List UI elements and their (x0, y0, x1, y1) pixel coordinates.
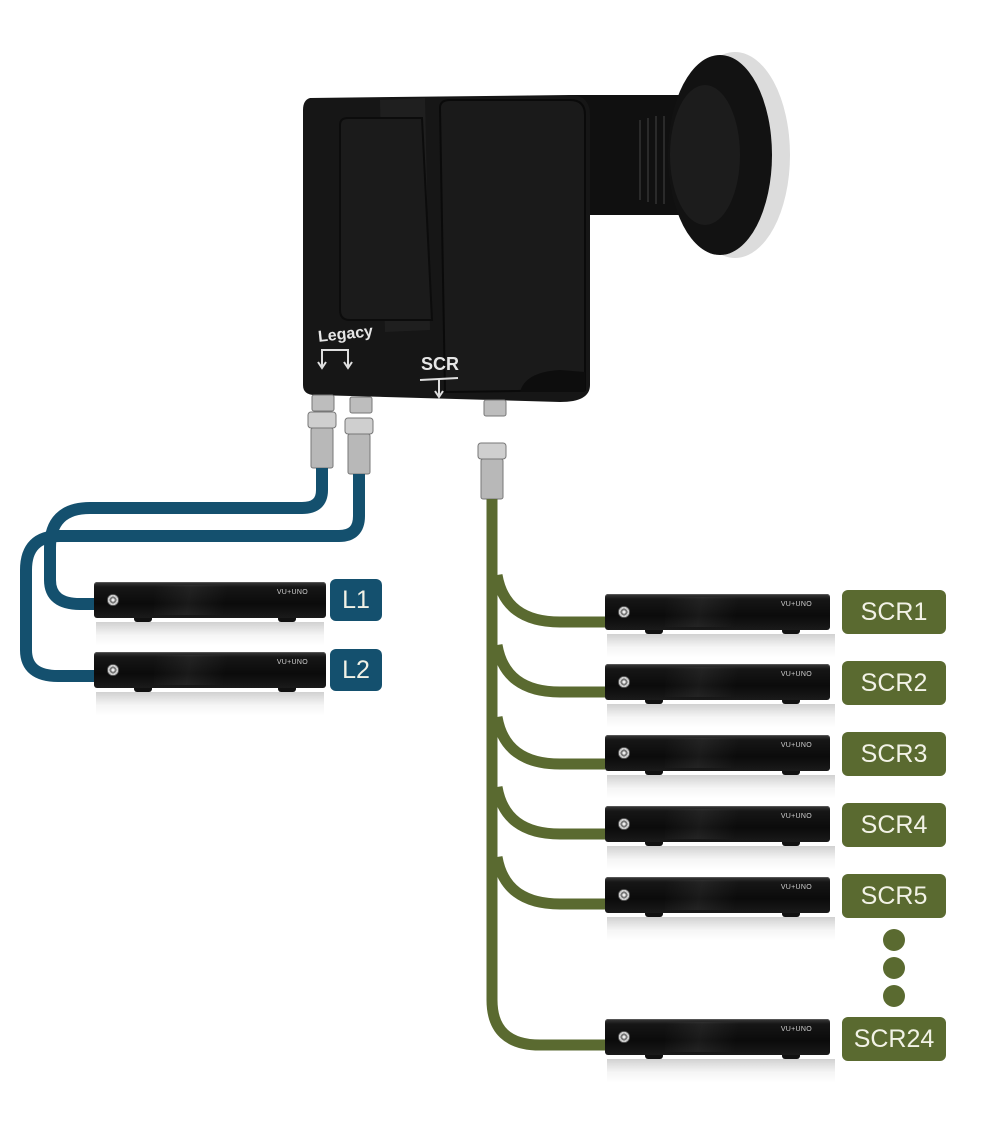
badge-scr3: SCR3 (842, 732, 946, 776)
power-button-icon (618, 889, 630, 901)
receiver-brand: VU+UNO (780, 813, 812, 820)
receiver-brand: VU+UNO (780, 601, 812, 608)
lnb-feedhorn (560, 52, 790, 258)
receiver-brand: VU+UNO (276, 659, 308, 666)
scr-receiver-2: VU+UNO (605, 664, 835, 728)
badge-scr5: SCR5 (842, 874, 946, 918)
receiver-brand: VU+UNO (780, 884, 812, 891)
legacy-cables (20, 468, 365, 682)
scr-receiver-3: VU+UNO (605, 735, 835, 799)
badge-scr24: SCR24 (842, 1017, 946, 1061)
badge-scr1: SCR1 (842, 590, 946, 634)
badge-l2: L2 (330, 649, 382, 691)
power-button-icon (618, 676, 630, 688)
power-button-icon (618, 818, 630, 830)
lnb-ports (311, 394, 507, 417)
scr-cables (486, 499, 605, 1051)
scr-output-label: SCR (421, 354, 460, 374)
scr-receiver-24: VU+UNO (605, 1019, 835, 1083)
receiver-brand: VU+UNO (780, 742, 812, 749)
badge-l1: L1 (330, 579, 382, 621)
badge-scr4: SCR4 (842, 803, 946, 847)
legacy-receiver-2: VU+UNO (94, 652, 326, 716)
badge-scr2: SCR2 (842, 661, 946, 705)
power-button-icon (107, 594, 119, 606)
f-connectors (307, 411, 507, 500)
receiver-brand: VU+UNO (276, 589, 308, 596)
scr-receiver-1: VU+UNO (605, 594, 835, 658)
power-button-icon (107, 664, 119, 676)
power-button-icon (618, 606, 630, 618)
receiver-brand: VU+UNO (780, 1026, 812, 1033)
legacy-receiver-1: VU+UNO (94, 582, 326, 646)
ellipsis-dot-icon (883, 957, 905, 979)
scr-receiver-5: VU+UNO (605, 877, 835, 941)
receiver-brand: VU+UNO (780, 671, 812, 678)
ellipsis-dot-icon (883, 985, 905, 1007)
ellipsis-dot-icon (883, 929, 905, 951)
power-button-icon (618, 1031, 630, 1043)
lnb-body (303, 95, 590, 402)
scr-receiver-4: VU+UNO (605, 806, 835, 870)
power-button-icon (618, 747, 630, 759)
